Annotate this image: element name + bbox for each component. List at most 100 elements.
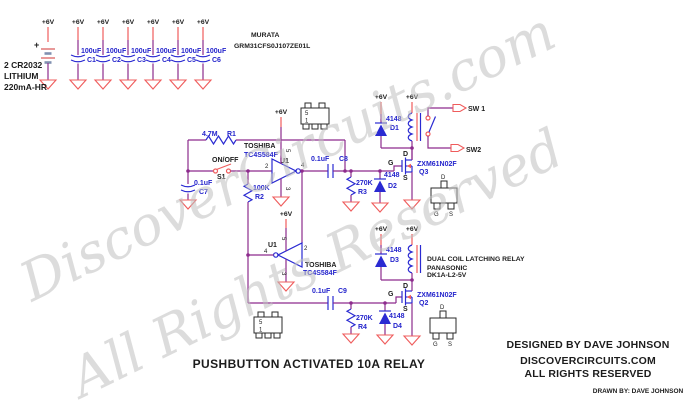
d1-ref: D1 xyxy=(390,125,399,132)
credit-rights: ALL RIGHTS RESERVED xyxy=(524,368,651,380)
d3-value: 4148 xyxy=(386,247,402,254)
cap-value: 100uF xyxy=(131,48,152,55)
capacitor-icon xyxy=(195,54,211,63)
c7-ref: C7 xyxy=(199,189,208,196)
diode-icon xyxy=(373,178,387,193)
pkg-g-label: G xyxy=(434,212,439,218)
relay-desc-1: DUAL COIL LATCHING RELAY xyxy=(427,256,525,263)
coil-icon xyxy=(407,112,414,142)
ground-icon xyxy=(342,333,360,344)
junction-dots xyxy=(186,146,414,305)
mosfet-q2: G D S ZXM61N02F Q2 xyxy=(388,280,457,346)
resistor-r4: 270K R4 xyxy=(342,303,373,344)
rail-label: +6V xyxy=(122,19,135,26)
cap-ref: C4 xyxy=(162,57,171,64)
mosfet-icon xyxy=(401,156,413,176)
ground-icon xyxy=(403,335,421,346)
battery-rail-label: +6V xyxy=(42,19,55,26)
cap-value: 100uF xyxy=(156,48,177,55)
pkg-pin1-label: 1 xyxy=(305,119,309,125)
q2-source-label: S xyxy=(403,306,408,313)
feedback-resistor-r1: 4.7M R1 xyxy=(188,131,346,171)
package-sot235-bottom: 5 1 xyxy=(253,311,283,339)
package-sot23-top: D G S xyxy=(430,175,458,218)
input-node: 0.1uF C7 xyxy=(179,140,213,210)
r1-value: 4.7M xyxy=(202,131,218,138)
u1a-pin-vdd: 5 xyxy=(284,149,290,153)
s1-ref: S1 xyxy=(217,174,226,181)
capacitor-icon xyxy=(145,54,161,63)
pushbutton-s1: ON/OFF S1 xyxy=(188,157,272,181)
ground-icon xyxy=(272,196,290,207)
d1-value: 4148 xyxy=(386,116,402,123)
pkg-d-label: D xyxy=(441,175,446,181)
cap-ref: C6 xyxy=(212,57,221,64)
u1b-pin-gnd: 3 xyxy=(280,272,286,276)
diode-d4: 4148 D4 xyxy=(376,303,405,345)
switch-contact xyxy=(212,168,219,174)
battery-icon xyxy=(41,48,55,64)
u1b-pin-out: 4 xyxy=(264,249,268,255)
package-sot23-bottom: D G S xyxy=(429,305,457,348)
relay-contacts: SW 1 SW2 xyxy=(425,103,485,154)
schematic-title: PUSHBUTTON ACTIVATED 10A RELAY xyxy=(193,357,426,371)
c9-value: 0.1uF xyxy=(312,288,331,295)
rail-label: +6V xyxy=(375,226,388,233)
pkg-g-label: G xyxy=(433,342,438,348)
relay-desc-2: PANASONIC xyxy=(427,265,467,272)
diode-d3: +6V 4148 D3 xyxy=(374,226,412,281)
rail-label: +6V xyxy=(406,226,419,233)
u1a-part: TC4S584F xyxy=(244,152,279,159)
u1a-mfr: TOSHIBA xyxy=(244,143,275,150)
d2-ref: D2 xyxy=(388,183,397,190)
rail-label: +6V xyxy=(406,94,419,101)
cap-ref: C2 xyxy=(112,57,121,64)
u1a-pin-in: 2 xyxy=(265,164,269,170)
ground-icon xyxy=(69,79,87,90)
ground-icon xyxy=(144,79,162,90)
c8-value: 0.1uF xyxy=(311,156,330,163)
u1b-pin-vdd: 5 xyxy=(280,237,286,241)
ground-icon xyxy=(169,79,187,90)
q2-drain-label: D xyxy=(403,283,408,290)
d4-value: 4148 xyxy=(389,313,405,320)
ground-icon xyxy=(119,79,137,90)
u1a-pin-gnd: 3 xyxy=(284,187,290,191)
switch-lever xyxy=(216,163,232,171)
r4-ref: R4 xyxy=(358,324,367,331)
rail-label: +6V xyxy=(197,19,210,26)
rail-label: +6V xyxy=(147,19,160,26)
q3-part: ZXM61N02F xyxy=(417,161,457,168)
q2-gate-label: G xyxy=(388,291,394,298)
d3-ref: D3 xyxy=(390,257,399,264)
capacitor-c5: +6V 100uF C5 xyxy=(169,19,202,90)
cap-value: 100uF xyxy=(181,48,202,55)
relay-desc-3: DK1A-L2-5V xyxy=(427,272,467,279)
s1-label: ON/OFF xyxy=(212,157,239,164)
rail-label: +6V xyxy=(97,19,110,26)
capacitor-c6: +6V 100uF C6 xyxy=(194,19,227,90)
inverter-triangle xyxy=(271,158,298,184)
pkg-pin5-label: 5 xyxy=(305,111,309,117)
sot23-package-icon xyxy=(429,310,457,340)
capacitor-icon xyxy=(70,54,86,63)
pkg-pin1-label: 1 xyxy=(259,328,263,334)
capacitor-icon xyxy=(95,54,111,63)
resistor-icon xyxy=(346,176,356,196)
cap-value: 100uF xyxy=(81,48,102,55)
u1b-pin-in: 2 xyxy=(304,246,308,252)
capacitor-c4: +6V 100uF C4 xyxy=(144,19,177,90)
inverter-u1b: U1 4 2 TOSHIBA TC4S584F +6V 5 3 xyxy=(248,211,338,292)
pkg-pin5-label: 5 xyxy=(259,320,263,326)
r3-value: 270K xyxy=(356,180,373,187)
cap-value: 100uF xyxy=(206,48,227,55)
capacitor-icon xyxy=(170,54,186,63)
capacitor-c2: +6V 100uF C2 xyxy=(94,19,127,90)
ground-icon xyxy=(376,334,394,345)
relay-coil-1: +6V xyxy=(406,94,422,160)
resistor-icon xyxy=(205,134,237,146)
credit-designed-by: DESIGNED BY DAVE JOHNSON xyxy=(506,339,669,351)
rail-label: +6V xyxy=(72,19,85,26)
cap-ref: C3 xyxy=(137,57,146,64)
u1a-ref: U1 xyxy=(280,158,289,165)
